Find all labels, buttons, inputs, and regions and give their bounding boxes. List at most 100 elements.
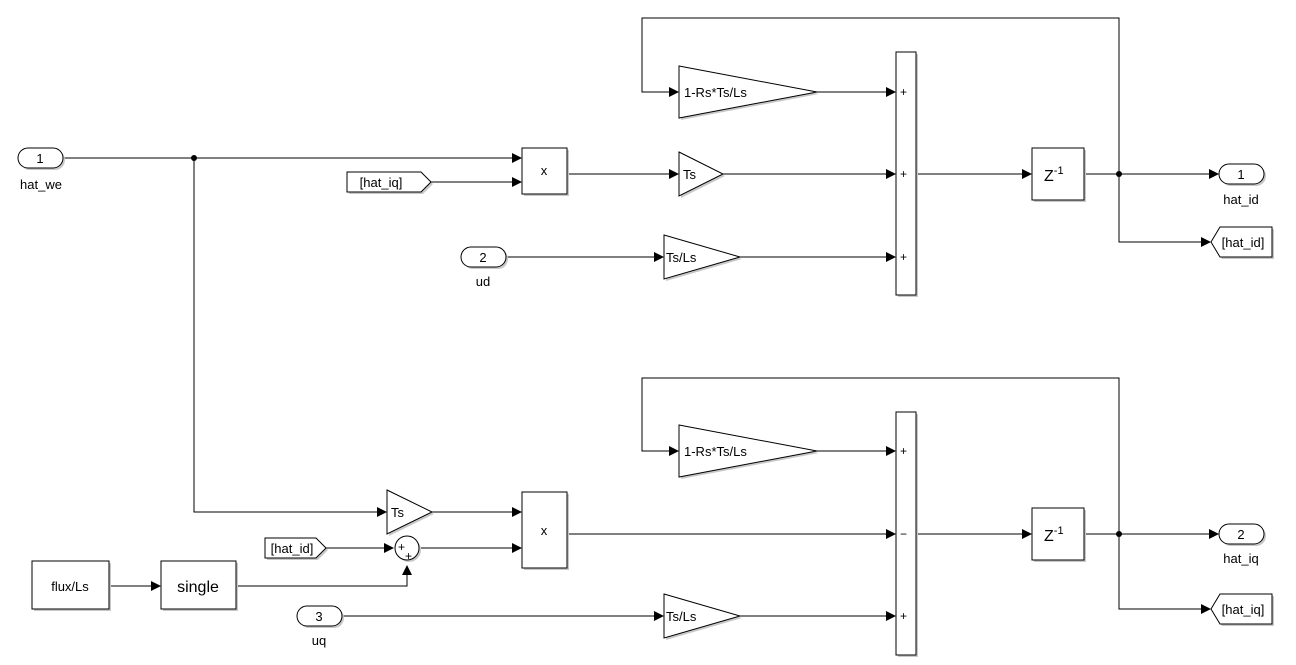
arrow-product-in2-bottom [512,543,522,553]
arrow-sum-in3-top [886,252,896,262]
arrow-ts-in-bottom [377,507,387,517]
constant-flux-ls[interactable]: flux/Ls [31,560,111,611]
wire-feedback-bottom [641,377,1120,534]
gain-ts-ls-top-label: Ts/Ls [666,250,697,265]
wire-feedback-top [641,17,1120,174]
arrow-single-in [151,581,161,591]
outport-hat-id[interactable]: 1 hat_id [1218,163,1266,207]
gain-ts-top[interactable]: Ts [678,151,725,198]
small-sum-sign-1: + [398,540,405,554]
gain-ts-ls-bottom-label: Ts/Ls [666,609,697,624]
arrow-outport-hat-iq [1209,529,1219,539]
wires-top [63,17,1213,513]
svg-text:Z-1: Z-1 [1044,525,1064,545]
inport-uq-name: uq [312,633,326,648]
inport-ud-number: 2 [479,250,486,265]
arrow-sum-in2-top [886,169,896,179]
wires-bottom [109,377,1213,617]
gain-ts-top-label: Ts [683,167,697,182]
sum-top-sign-3: + [900,250,907,264]
from-hat-id-label: [hat_id] [271,541,314,556]
outport-hat-iq-number: 2 [1237,527,1244,542]
product-block-bottom[interactable]: x [521,491,569,570]
gain-decay-top-label: 1-Rs*Ts/Ls [684,85,747,100]
from-hat-id[interactable]: [hat_id] [264,537,328,560]
product-block-top[interactable]: x [521,147,569,196]
outport-hat-iq[interactable]: 2 hat_iq [1218,523,1266,566]
goto-hat-iq[interactable]: [hat_iq] [1210,593,1274,626]
product-bottom-label: x [541,523,548,538]
delay-bottom-exp: -1 [1054,525,1064,537]
arrow-product-in1-bottom [512,507,522,517]
wire-single-to-sum [236,571,408,587]
gain-decay-bottom[interactable]: 1-Rs*Ts/Ls [678,424,819,479]
arrow-small-sum-in2 [402,565,412,575]
junction-hat-id [1116,171,1122,177]
sum-top-sign-2: + [900,167,907,181]
sum-round-bottom[interactable]: + + [394,535,421,563]
arrow-delay-in-top [1022,169,1032,179]
goto-hat-iq-label: [hat_iq] [1222,602,1265,617]
convert-label: single [177,579,219,596]
gain-ts-ls-bottom[interactable]: Ts/Ls [663,593,742,640]
arrow-outport-hat-id [1209,169,1219,179]
arrowheads [151,87,1219,621]
inport-hat-we[interactable]: 1 hat_we [17,147,65,192]
gain-decay-top[interactable]: 1-Rs*Ts/Ls [678,65,819,120]
sum-block-bottom[interactable]: + − + [895,411,918,657]
sum-bottom-sign-2: − [900,527,907,541]
arrow-sum-in1-bottom [886,446,896,456]
goto-hat-id-label: [hat_id] [1222,235,1265,250]
product-top-label: x [541,163,548,178]
arrow-decay-in-bottom [669,446,679,456]
sum-top-sign-1: + [900,85,907,99]
delay-top-base: Z [1044,168,1054,185]
junction-hat-iq [1116,531,1122,537]
constant-label: flux/Ls [51,579,89,594]
arrow-product-in2-top [512,177,522,187]
arrow-sum-in2-bottom [886,529,896,539]
goto-hat-id[interactable]: [hat_id] [1210,226,1274,259]
unit-delay-top[interactable]: Z-1 [1031,147,1086,202]
arrow-decay-in-top [669,87,679,97]
svg-text:Z-1: Z-1 [1044,165,1064,185]
inport-hat-we-name: hat_we [20,177,62,192]
arrow-ts-ls-in-top [654,252,664,262]
inport-uq[interactable]: 3 uq [296,605,344,648]
arrow-goto-hat-id [1201,237,1211,247]
from-hat-iq-label: [hat_iq] [360,175,403,190]
small-sum-sign-2: + [405,549,412,563]
from-hat-iq[interactable]: [hat_iq] [346,171,433,194]
wire-hat-we-branch [193,158,381,513]
convert-single[interactable]: single [160,560,238,611]
arrow-ts-ls-in-bottom [654,611,664,621]
arrow-goto-hat-iq [1201,604,1211,614]
sum-block-top[interactable]: + + + [895,51,918,297]
gain-ts-bottom-label: Ts [391,505,405,520]
junction-hat-we [191,155,197,161]
arrow-delay-in-bottom [1022,529,1032,539]
arrow-sum-in3-bottom [886,611,896,621]
delay-bottom-base: Z [1044,528,1054,545]
arrow-sum-in1-top [886,87,896,97]
inport-ud-name: ud [476,274,490,289]
unit-delay-bottom[interactable]: Z-1 [1031,507,1086,562]
outport-hat-iq-name: hat_iq [1223,551,1258,566]
inport-ud[interactable]: 2 ud [460,246,508,289]
wire-to-goto-hat-id [1118,174,1205,243]
inport-hat-we-number: 1 [36,151,43,166]
outport-hat-id-number: 1 [1237,167,1244,182]
delay-top-exp: -1 [1054,165,1064,177]
arrow-small-sum-in1 [384,543,394,553]
outport-hat-id-name: hat_id [1223,192,1258,207]
gain-decay-bottom-label: 1-Rs*Ts/Ls [684,444,747,459]
arrow-product-in1-top [512,153,522,163]
wire-to-goto-hat-iq [1118,534,1205,610]
gain-ts-ls-top[interactable]: Ts/Ls [663,234,742,281]
sum-bottom-sign-3: + [900,609,907,623]
gain-ts-bottom[interactable]: Ts [386,489,434,536]
inport-uq-number: 3 [315,609,322,624]
arrow-ts-in [669,169,679,179]
sum-bottom-sign-1: + [900,444,907,458]
